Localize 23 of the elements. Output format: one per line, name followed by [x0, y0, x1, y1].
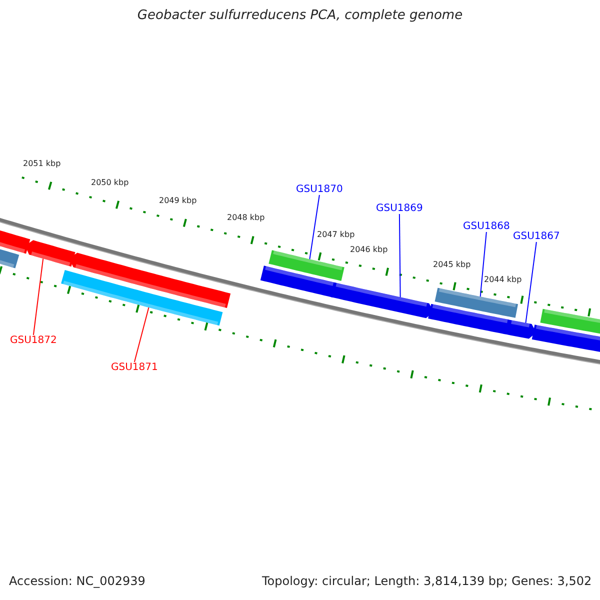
footer-text: Topology: circular; Length: 3,814,139 bp; Genes: 3,502: [262, 575, 592, 588]
scale-label: 2044 kbp: [484, 276, 522, 285]
leader-line: [309, 194, 320, 260]
leader-line: [525, 242, 537, 324]
diagram-title: Geobacter sulfurreducens PCA, complete genome: [136, 9, 464, 24]
gene-label: GSU1869: [376, 203, 423, 214]
gene-label: GSU1871: [111, 362, 158, 373]
scale-label: 2050 kbp: [91, 179, 129, 188]
gene-label: GSU1872: [10, 335, 57, 346]
scale-label: 2047 kbp: [317, 231, 355, 240]
scale-label: 2046 kbp: [350, 246, 388, 255]
leader-line: [480, 232, 487, 298]
scale-label: 2049 kbp: [159, 197, 197, 206]
gene-label: GSU1867: [513, 231, 560, 242]
leader-line: [134, 306, 150, 362]
leader-line: [32, 258, 44, 336]
gene-label: GSU1868: [463, 221, 510, 232]
scale-label: 2051 kbp: [23, 160, 61, 169]
gene-label: GSU1870: [296, 184, 343, 195]
footer-text: Accession: NC_002939: [9, 575, 146, 588]
scale-label: 2048 kbp: [227, 214, 265, 223]
leader-line: [398, 214, 401, 298]
scale-label: 2045 kbp: [433, 261, 471, 270]
